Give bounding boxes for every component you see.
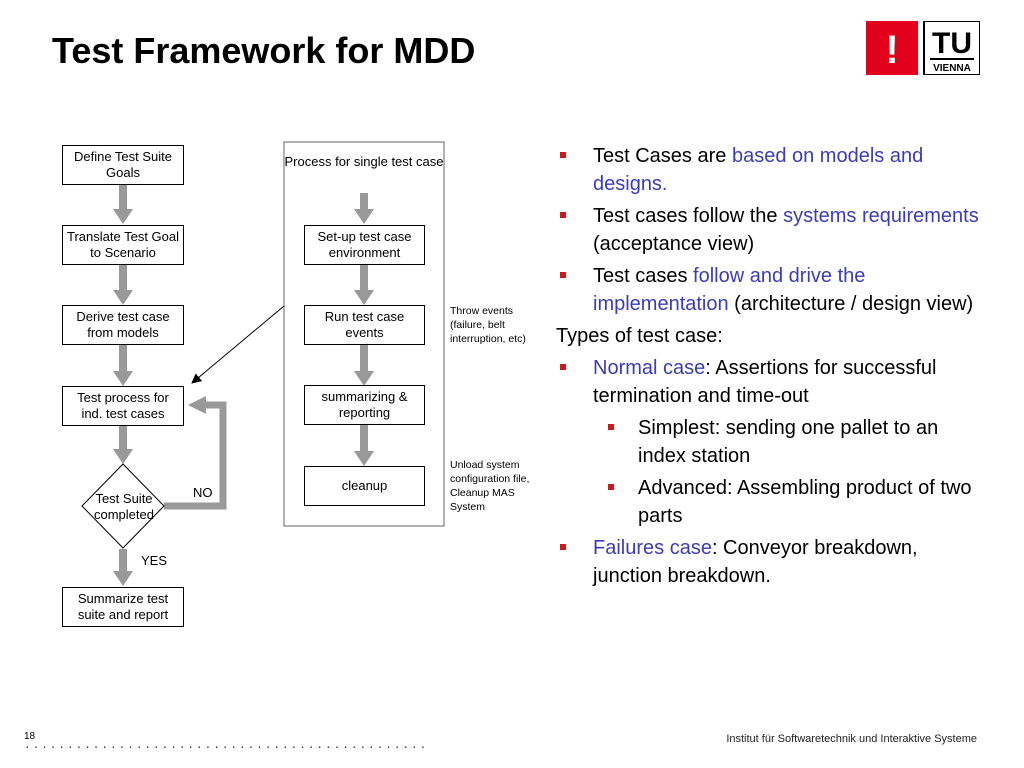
process-link-arrow bbox=[191, 305, 285, 384]
svg-text:TU: TU bbox=[932, 27, 972, 60]
bullet-item: Test cases follow the systems requiremen… bbox=[556, 202, 986, 258]
step-translate-goal: Translate Test Goal to Scenario bbox=[62, 225, 184, 265]
loop-back-arrow bbox=[164, 401, 227, 510]
bullet-square-icon bbox=[560, 544, 566, 550]
step-define-goals: Define Test Suite Goals bbox=[62, 145, 184, 185]
decision-diamond bbox=[81, 463, 165, 549]
footer-divider: ........................................… bbox=[24, 740, 429, 752]
step-cleanup: cleanup bbox=[304, 466, 425, 506]
flow-diagram: Define Test Suite Goals Translate Test G… bbox=[0, 0, 560, 700]
svg-text:VIENNA: VIENNA bbox=[933, 63, 971, 74]
step-test-process: Test process for ind. test cases bbox=[62, 386, 184, 426]
step-setup-environment: Set-up test case environment bbox=[304, 225, 425, 265]
bullet-item: Test cases follow and drive the implemen… bbox=[556, 262, 986, 318]
step-summarize: Summarize test suite and report bbox=[62, 587, 184, 627]
svg-text:!: ! bbox=[885, 28, 898, 72]
page-number: 18 bbox=[24, 731, 36, 742]
yes-label: YES bbox=[141, 553, 168, 568]
step-run-events: Run test case events bbox=[304, 305, 425, 345]
bullet-item: Failures case: Conveyor breakdown, junct… bbox=[556, 534, 986, 590]
bullet-square-icon bbox=[560, 272, 566, 278]
left-flow-arrows bbox=[113, 184, 133, 586]
bullet-square-icon bbox=[560, 364, 566, 370]
sub-bullet-item: Advanced: Assembling product of two part… bbox=[556, 474, 986, 530]
bullet-square-icon bbox=[560, 212, 566, 218]
types-heading: Types of test case: bbox=[556, 325, 723, 347]
process-title: Process for single test case bbox=[284, 154, 444, 169]
bullet-item: Test Cases are based on models and desig… bbox=[556, 142, 986, 198]
decision-label: Test Suite completed bbox=[94, 491, 154, 522]
slide-title: Test Framework for MDD bbox=[52, 30, 476, 71]
process-container bbox=[283, 141, 445, 527]
step-derive-test-case: Derive test case from models bbox=[62, 305, 184, 345]
no-label: NO bbox=[193, 485, 213, 500]
step-summarizing-reporting: summarizing & reporting bbox=[304, 385, 425, 425]
note-throw-events: Throw events (failure, belt interruption… bbox=[450, 305, 526, 345]
note-unload: Unload system configuration file, Cleanu… bbox=[450, 459, 530, 513]
bullet-list: Test Cases are based on models and desig… bbox=[556, 142, 986, 594]
bullet-square-icon bbox=[608, 424, 614, 430]
process-flow-arrows bbox=[354, 193, 374, 466]
sub-bullet-item: Simplest: sending one pallet to an index… bbox=[556, 414, 986, 470]
bullet-square-icon bbox=[560, 152, 566, 158]
bullet-square-icon bbox=[608, 484, 614, 490]
institute-name: Institut für Softwaretechnik und Interak… bbox=[726, 733, 977, 745]
bullet-item: Normal case: Assertions for successful t… bbox=[556, 354, 986, 410]
tu-vienna-logo: ! TU VIENNA bbox=[866, 20, 981, 76]
